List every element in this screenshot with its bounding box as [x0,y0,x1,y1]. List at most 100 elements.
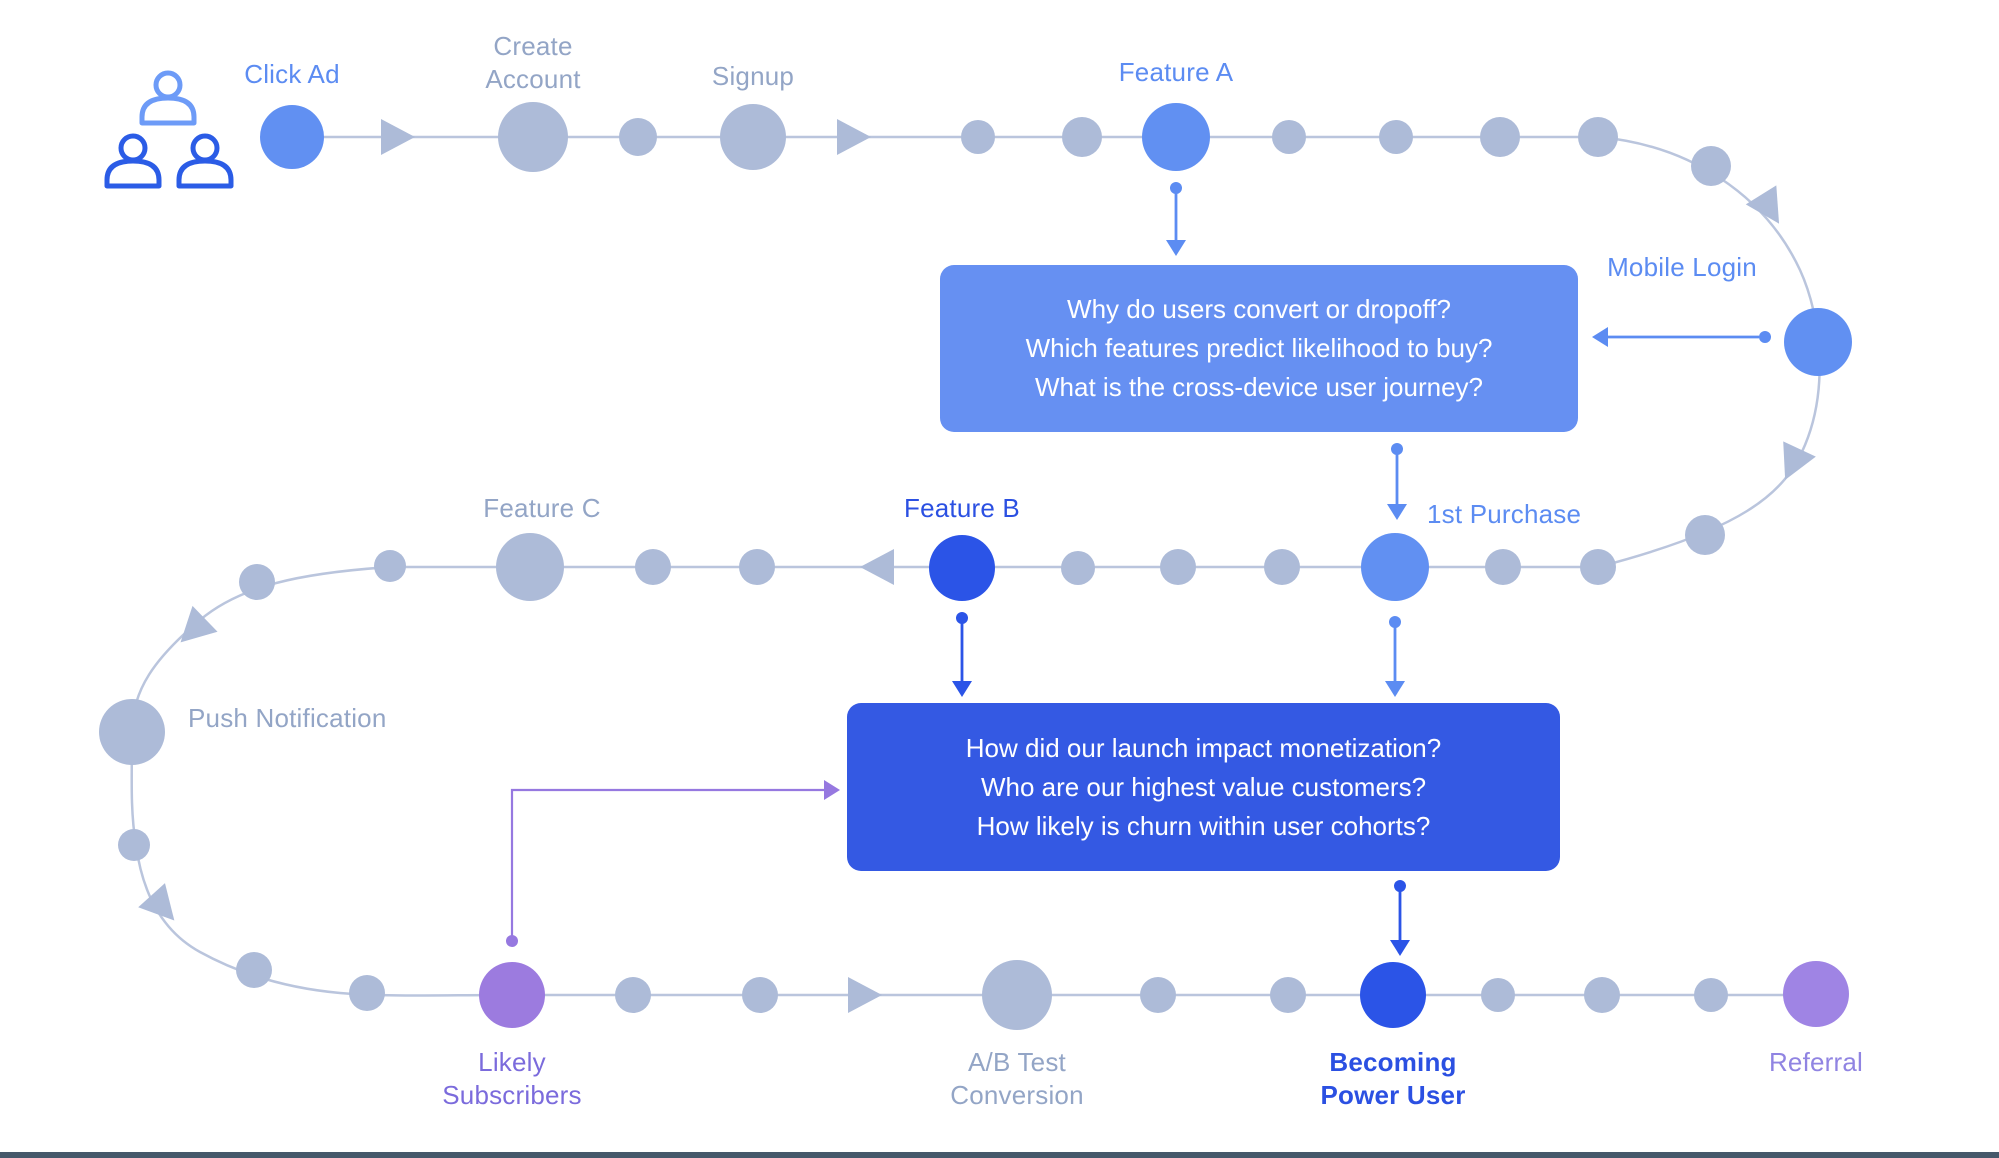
path-dot [374,550,406,582]
arrow-curve-down-icon [1783,441,1816,480]
arrow-down-icon [952,681,972,697]
path-dot [1580,549,1616,585]
label-click-ad: Click Ad [244,59,340,89]
connector-mobile-login-to-box1 [1592,327,1771,347]
question-line: How likely is churn within user cohorts? [976,810,1431,841]
path-dot [239,564,275,600]
node-feature-a [1142,103,1210,171]
path-dot [1584,977,1620,1013]
connector-first-purchase-to-box2 [1385,616,1405,697]
connector-dot [1389,616,1401,628]
path-dot [1685,515,1725,555]
node-referral [1783,961,1849,1027]
connector-box1-to-first-purchase [1387,443,1407,520]
connector-dot [956,612,968,624]
path-dot [1270,977,1306,1013]
question-box-acquisition: Why do users convert or dropoff? Which f… [940,265,1578,432]
label-becoming-power-user: Becoming Power User [1320,1047,1466,1110]
label-mobile-login: Mobile Login [1607,252,1757,282]
node-click-ad [260,105,324,169]
arrow-down-icon [1387,504,1407,520]
user-bottom-left [104,133,162,189]
arrow-curve-down-icon [1745,185,1780,224]
arrow-down-icon [1385,681,1405,697]
node-ab-test-conversion [982,960,1052,1030]
path-dot [635,549,671,585]
connector-dot [1170,182,1182,194]
question-line: What is the cross-device user journey? [1035,372,1483,402]
arrow-right-icon [848,977,882,1013]
path-dot [236,952,272,988]
node-create-account [498,102,568,172]
node-first-purchase [1361,533,1429,601]
connector-feature-b-to-box2 [952,612,972,697]
connector-dot [506,935,518,947]
connector-feature-a-to-box1 [1166,182,1186,256]
node-likely-subscribers [479,962,545,1028]
users-group-icon [104,70,234,189]
arrow-right-icon [824,780,840,800]
question-line: How did our launch impact monetization? [965,732,1442,763]
path-dot [1264,549,1300,585]
connector-likely-subscribers-to-box2 [506,780,840,947]
arrow-right-icon [837,119,871,155]
path-dot [615,977,651,1013]
path-dot [961,120,995,154]
question-box-monetization: How did our launch impact monetization? … [847,703,1560,871]
path-direction-arrows [138,119,1816,1013]
arrow-right-icon [381,119,415,155]
connector-dot [1391,443,1403,455]
label-referral: Referral [1768,1047,1864,1077]
path-dot [1379,120,1413,154]
path-dot [1160,549,1196,585]
path-dot [1481,978,1515,1012]
arrow-curve-down-icon [180,605,218,643]
label-feature-a: Feature A [1118,57,1234,87]
path-dot [1691,146,1731,186]
question-line: Who are our highest value customers? [980,771,1427,802]
user-top [139,70,197,126]
path-dot [619,118,657,156]
arrow-left-icon [1592,327,1608,347]
arrow-curve-right-icon [138,883,175,921]
node-feature-b [929,535,995,601]
question-line: Which features predict likelihood to buy… [1025,333,1493,363]
arrow-down-icon [1166,240,1186,256]
label-create-account: Create Account [485,31,581,94]
arrow-down-icon [1390,940,1410,956]
path-dot [1694,978,1728,1012]
label-push-notification: Push Notification [188,703,387,733]
user-bottom-right [176,133,234,189]
label-ab-test-conversion: A/B Test Conversion [950,1047,1084,1110]
node-feature-c [496,533,564,601]
path-dot [118,829,150,861]
node-push-notification [99,699,165,765]
node-mobile-login [1784,308,1852,376]
path-dot [1061,551,1095,585]
label-feature-b: Feature B [904,493,1020,523]
label-signup: Signup [711,61,795,91]
bottom-border-line [0,1152,1999,1158]
connector-elbow-line [510,788,826,937]
path-dot [349,975,385,1011]
path-dot [739,549,775,585]
connector-dot [1759,331,1771,343]
path-dot [1140,977,1176,1013]
arrow-left-icon [860,549,894,585]
path-dot [1578,117,1618,157]
label-first-purchase: 1st Purchase [1427,499,1582,529]
question-line: Why do users convert or dropoff? [1067,294,1451,324]
path-dot [1272,120,1306,154]
connector-box2-to-power-user [1390,880,1410,956]
path-step-dots [118,117,1731,1013]
stage-nodes [99,102,1852,1030]
path-dot [742,977,778,1013]
path-dot [1485,549,1521,585]
label-likely-subscribers: Likely Subscribers [442,1047,582,1110]
path-dot [1480,117,1520,157]
connector-dot [1394,880,1406,892]
node-becoming-power-user [1360,962,1426,1028]
path-dot [1062,117,1102,157]
